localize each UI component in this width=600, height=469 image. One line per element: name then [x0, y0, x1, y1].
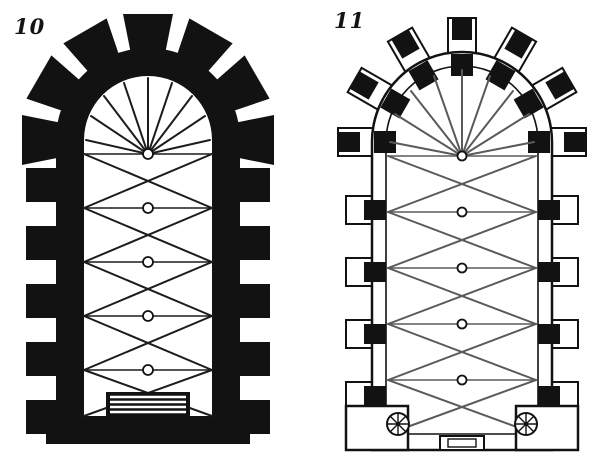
fig10-entrance-steps	[106, 392, 190, 418]
fig11-outer-wall	[370, 50, 554, 452]
fig11-stair-right	[514, 412, 538, 436]
fig11-entrance-door	[439, 435, 485, 451]
fig10-apse-wall	[56, 48, 240, 140]
fig11-nave-piers	[364, 200, 560, 406]
figure-11-plan	[337, 17, 587, 452]
fig10-nave-walls	[46, 140, 250, 444]
fig11-apse-ribs	[389, 69, 535, 157]
fig10-side-buttresses	[26, 168, 270, 434]
figure-11-label: 11	[334, 8, 366, 33]
figure-10-plan	[22, 14, 274, 444]
fig11-apse-buttresses	[337, 17, 587, 157]
fig11-stair-left	[386, 412, 410, 436]
fig11-apse-piers	[374, 54, 550, 153]
fig10-nave-ribs	[83, 153, 213, 417]
fig11-keystones	[456, 150, 468, 386]
figure-10-label: 10	[14, 14, 46, 39]
fig11-stair-turrets	[344, 404, 580, 452]
fig10-keystones	[142, 148, 154, 376]
fig10-apse-ribs	[85, 77, 211, 155]
